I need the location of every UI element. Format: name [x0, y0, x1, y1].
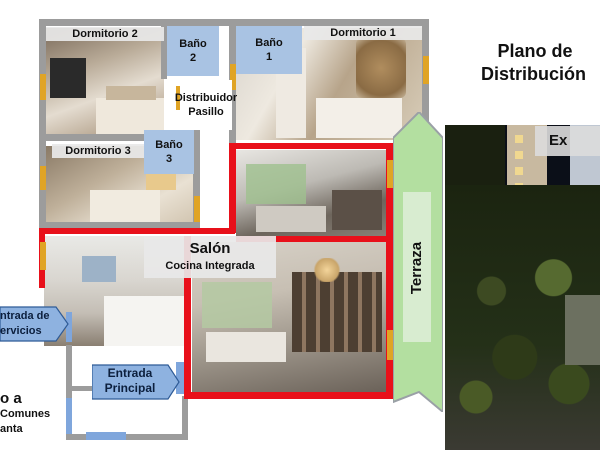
wall-entry-mid [66, 386, 92, 391]
red-wall-salon-divider [236, 236, 388, 242]
bano-1-box: Baño 1 [236, 26, 302, 74]
dormitorio-3-photo [46, 146, 196, 226]
entrada-principal-door [176, 362, 184, 394]
title-line2: Distribución [481, 64, 587, 84]
wall-bano2-right [161, 19, 167, 79]
comunes-door-vertical [66, 398, 72, 434]
entrada-principal-arrow [92, 364, 180, 400]
red-wall-right [386, 143, 393, 399]
terraza-shape [393, 112, 443, 412]
terraza-label: Terraza [408, 241, 425, 295]
door [40, 242, 46, 270]
salon-label: Salón [189, 240, 231, 257]
distribuidor-box: Distribuidor Pasillo [175, 80, 237, 130]
red-wall-bottom [184, 392, 393, 399]
entrada-servicios-arrow [0, 306, 69, 342]
red-wall-kitchen-top [39, 228, 235, 234]
dormitorio-2-label: Dormitorio 2 [46, 27, 164, 41]
comunes-line3: anta [0, 423, 23, 435]
wall-entry-bottom [66, 434, 188, 440]
door [40, 166, 46, 190]
wall-dorm3-bottom [39, 222, 199, 228]
door [230, 64, 236, 90]
bano-2-line1: Baño [179, 38, 207, 50]
bano-2-box: Baño 2 [167, 26, 219, 76]
entrada-servicios-line1: ntrada de [0, 310, 50, 322]
exterior-photo [445, 125, 600, 450]
door [40, 74, 46, 100]
wall-left [39, 19, 46, 231]
distribuidor-line1: Distribuidor [174, 92, 238, 104]
comunes-line1: o a [0, 390, 22, 407]
red-wall-salon-left [184, 236, 191, 396]
title-line1: Plano de [497, 41, 573, 61]
red-wall-left-upper [229, 143, 236, 233]
door [194, 196, 200, 222]
dormitorio-1-label: Dormitorio 1 [304, 26, 422, 40]
door [423, 56, 429, 84]
wall-entry-left [66, 345, 72, 440]
entrada-principal-label[interactable]: Entrada Principal [92, 366, 168, 398]
entrada-principal-line2: Principal [104, 381, 156, 395]
wall-dorm3-right [193, 130, 200, 230]
page-title: Plano de Distribución [470, 40, 600, 86]
wall-entry-right [182, 396, 188, 440]
exterior-label: Ex [535, 126, 600, 156]
dormitorio-3-label: Dormitorio 3 [52, 144, 144, 158]
salon-label-box: Salón Cocina Integrada [144, 236, 276, 278]
bano-3-box: Baño 3 [144, 130, 194, 174]
door [387, 330, 393, 360]
bano-3-line2: 3 [165, 153, 173, 165]
comunes-door-horizontal [86, 432, 126, 440]
dormitorio-2-photo [46, 28, 164, 134]
entrada-servicios-line2: ervicios [0, 325, 42, 337]
bano-3-line1: Baño [155, 139, 183, 151]
comunes-line2: Comunes [0, 408, 51, 420]
red-wall-top [229, 143, 399, 149]
cocina-integrada-label: Cocina Integrada [165, 260, 255, 272]
bano-1-line1: Baño [255, 37, 283, 49]
entrada-servicios-door [66, 312, 72, 342]
entrada-servicios-label[interactable]: ntrada de ervicios [0, 307, 56, 341]
bano-2-line2: 2 [189, 52, 197, 64]
salon-upper-photo [236, 150, 388, 238]
bano-1-line2: 1 [265, 51, 273, 63]
door [387, 160, 393, 188]
door [176, 86, 182, 110]
wall-dorm2-bottom [39, 134, 179, 141]
entrada-principal-line1: Entrada [107, 366, 153, 380]
distribuidor-line2: Pasillo [188, 106, 224, 118]
